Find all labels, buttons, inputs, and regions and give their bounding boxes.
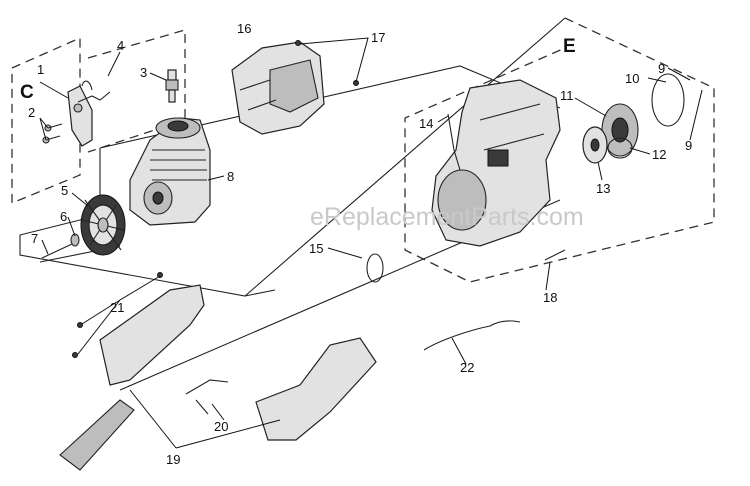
callout-12: 12 — [652, 147, 666, 162]
callout-18: 18 — [543, 290, 557, 305]
clamp-part — [366, 253, 384, 283]
callout-17: 17 — [371, 30, 385, 45]
shroud-part — [231, 41, 325, 135]
cable-part — [423, 320, 521, 351]
flywheel-part — [80, 194, 126, 256]
group-e-label: E — [563, 36, 576, 57]
callout-19: 19 — [166, 452, 180, 467]
callout-6: 6 — [60, 209, 67, 224]
watermark-text: eReplacementParts.com — [310, 203, 584, 231]
callout-2: 2 — [28, 105, 35, 120]
callout-4: 4 — [117, 38, 124, 53]
callout-1: 1 — [37, 62, 44, 77]
lever-part — [447, 113, 461, 171]
trigger-part — [185, 379, 229, 415]
group-c-outline — [11, 29, 186, 204]
bolt-part — [544, 249, 566, 261]
engine-part — [129, 117, 211, 226]
callout-20: 20 — [214, 419, 228, 434]
callout-8: 8 — [227, 169, 234, 184]
callout-14: 14 — [419, 116, 433, 131]
callout-21: 21 — [110, 300, 124, 315]
pin-part — [41, 243, 73, 259]
callout-11: 11 — [560, 88, 574, 103]
handle-housing-part — [59, 284, 377, 471]
callout-13: 13 — [596, 181, 610, 196]
callout-16: 16 — [237, 21, 251, 36]
recoil-starter-part — [601, 73, 685, 157]
group-c-label: C — [20, 82, 34, 103]
callout-22: 22 — [460, 360, 474, 375]
handle-screws-part — [72, 272, 163, 358]
spark-plug-part — [165, 69, 179, 103]
callout-15: 15 — [309, 241, 323, 256]
housing-part — [431, 79, 561, 247]
callout-7: 7 — [31, 231, 38, 246]
leader-lines — [39, 37, 703, 449]
callout-10: 10 — [625, 71, 639, 86]
group-e-outline — [404, 17, 715, 283]
washer-part — [70, 233, 80, 247]
callout-3: 3 — [140, 65, 147, 80]
spring-part — [607, 137, 633, 159]
callout-9-right: 9 — [685, 138, 692, 153]
callout-9-top: 9 — [658, 61, 665, 76]
pulley-part — [582, 126, 608, 164]
wire-part — [77, 80, 111, 103]
bracket-part — [42, 85, 93, 147]
callout-5: 5 — [61, 183, 68, 198]
